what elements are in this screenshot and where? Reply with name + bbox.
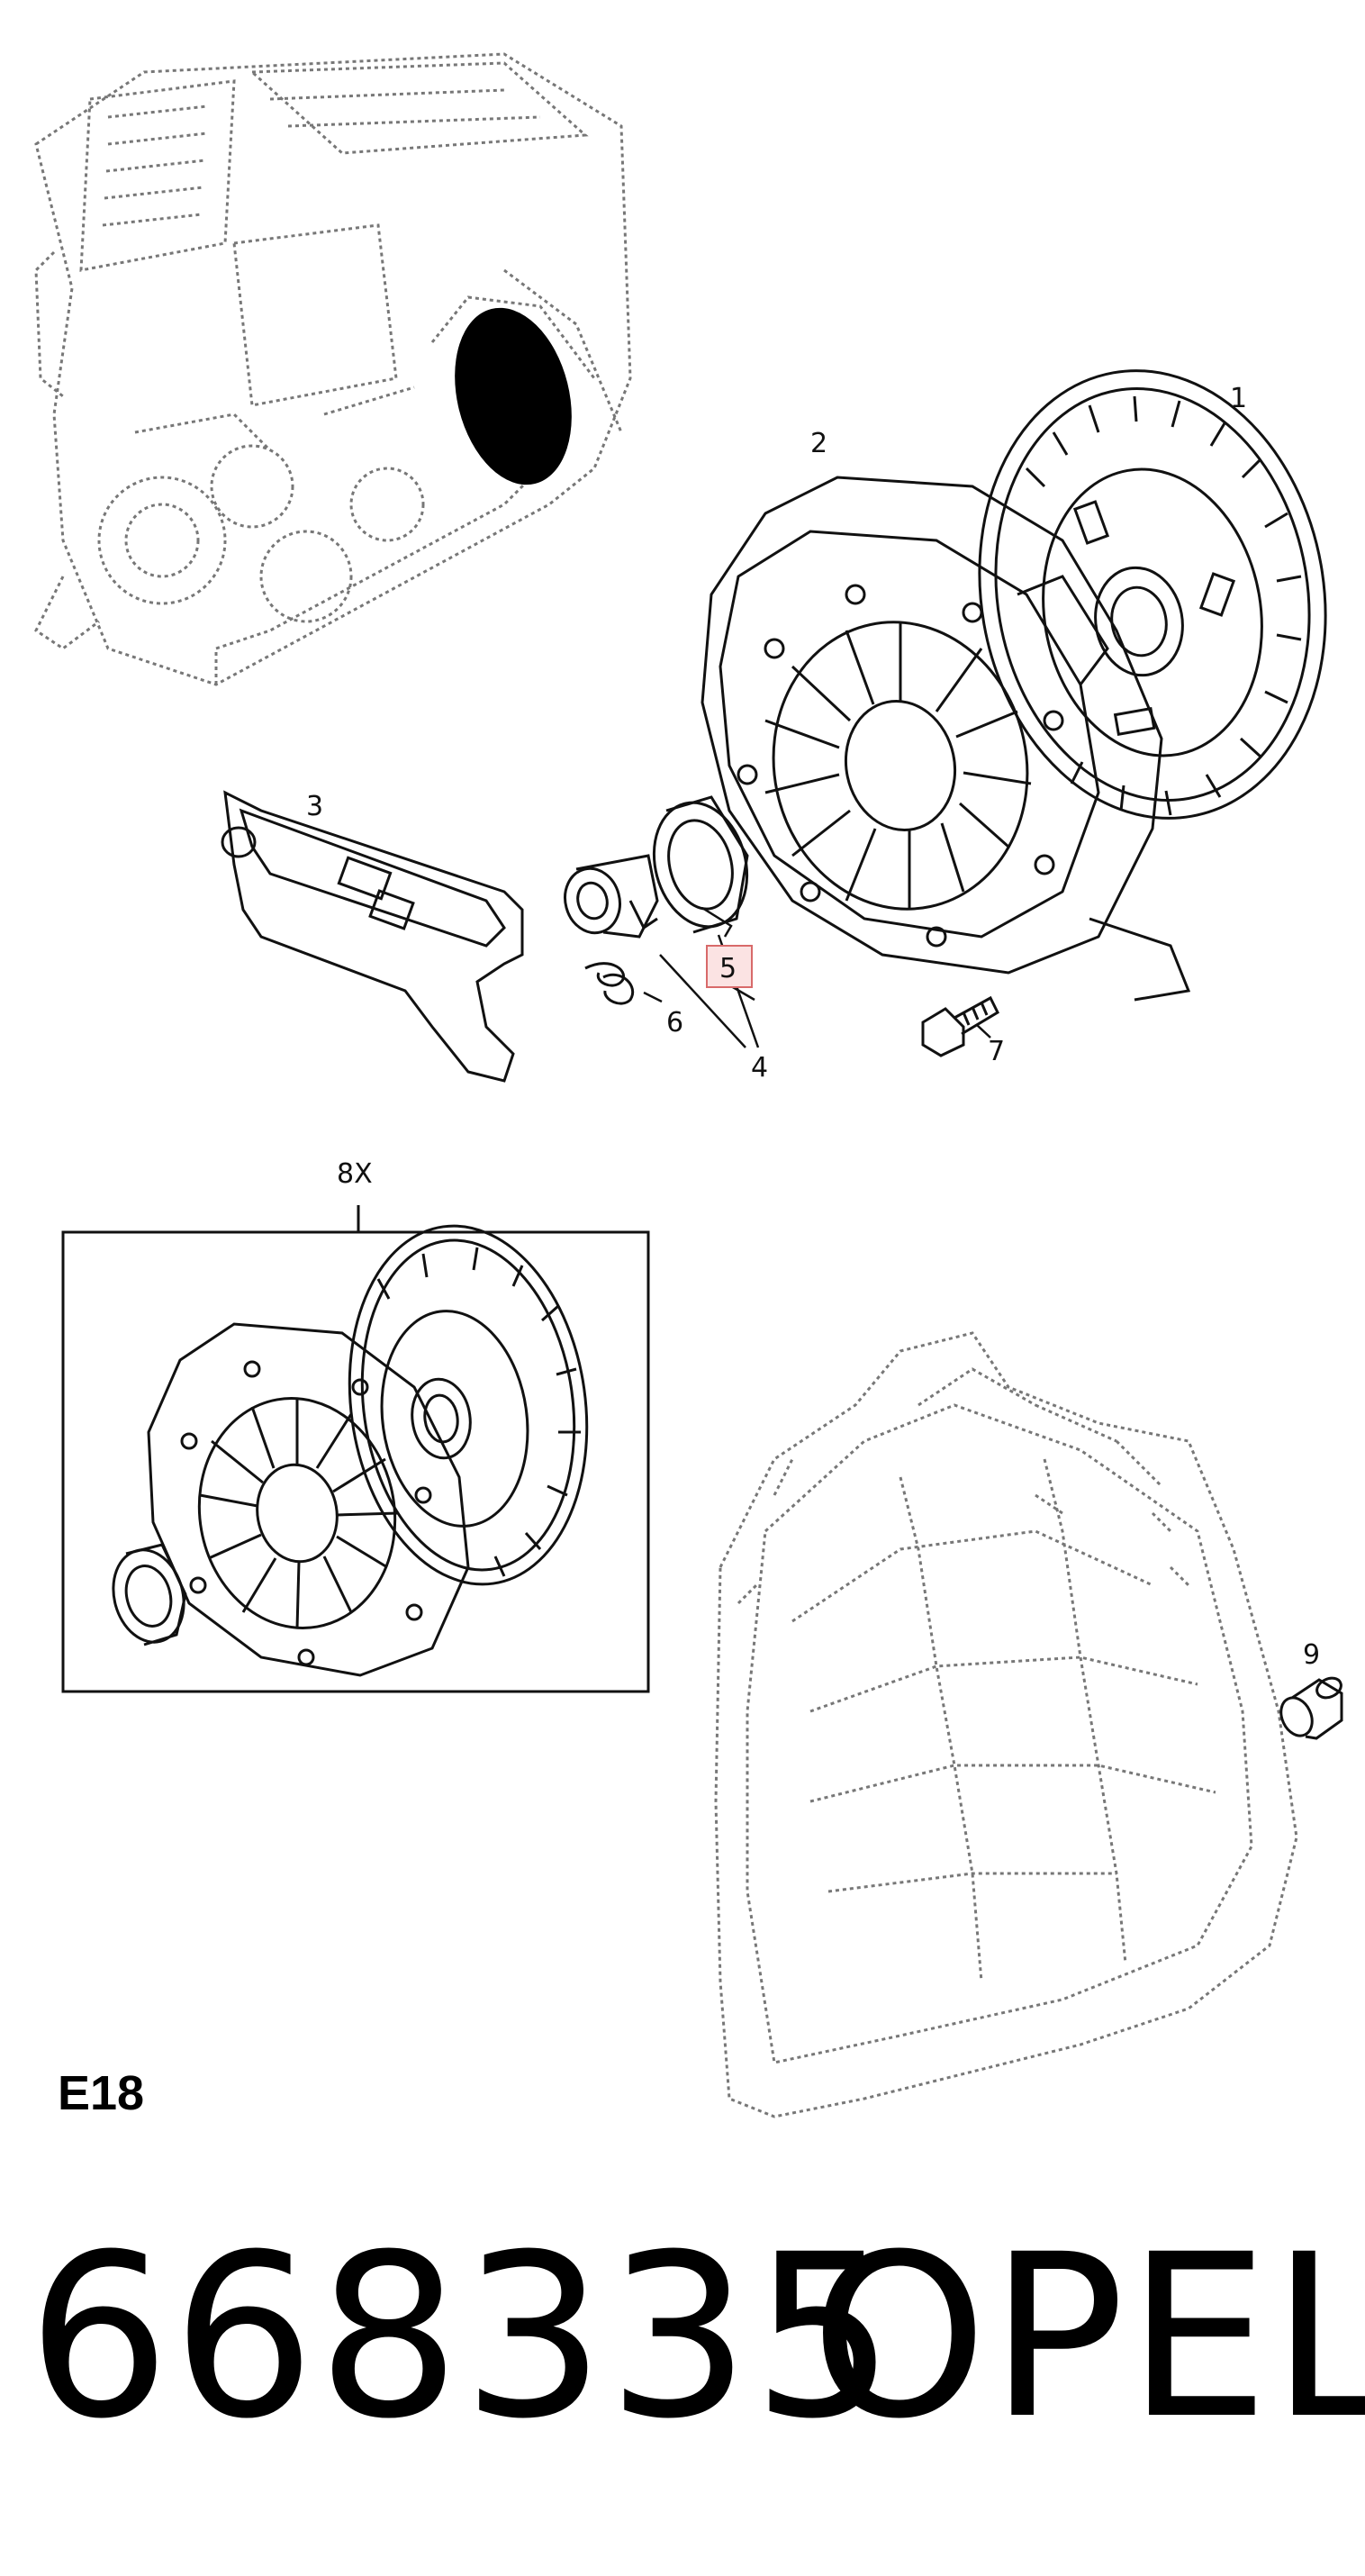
brand-name: OPEL	[810, 2206, 1365, 2468]
gearbox-housing-illustration	[714, 1331, 1298, 2118]
callout-1: 1	[1230, 383, 1247, 414]
part-pressure-plate	[701, 476, 1191, 1002]
callout-labels: 1 2 3 4 5 6 7 8X 9 E18	[58, 383, 1320, 2120]
callout-5: 5	[719, 953, 737, 984]
part-number: 668335	[27, 2206, 898, 2468]
callout-9: 9	[1303, 1639, 1320, 1671]
part-bolt	[921, 995, 999, 1057]
part-clutch-kit-box	[61, 1205, 650, 1693]
flywheel-location-highlight	[455, 307, 572, 485]
part-retaining-clip	[584, 962, 635, 1005]
part-plug	[1279, 1676, 1343, 1740]
callout-7: 7	[988, 1036, 1005, 1067]
engine-code-label: E18	[58, 2066, 144, 2120]
callout-3: 3	[306, 791, 323, 822]
part-clutch-disc	[978, 369, 1327, 820]
callout-6: 6	[666, 1007, 683, 1039]
callout-4: 4	[751, 1052, 768, 1084]
callout-5-highlight	[706, 945, 753, 988]
callout-2: 2	[810, 428, 827, 459]
engine-block-illustration	[34, 52, 632, 686]
part-release-bearing	[564, 795, 749, 939]
callout-8x: 8X	[337, 1158, 373, 1190]
part-release-fork	[221, 790, 524, 1083]
